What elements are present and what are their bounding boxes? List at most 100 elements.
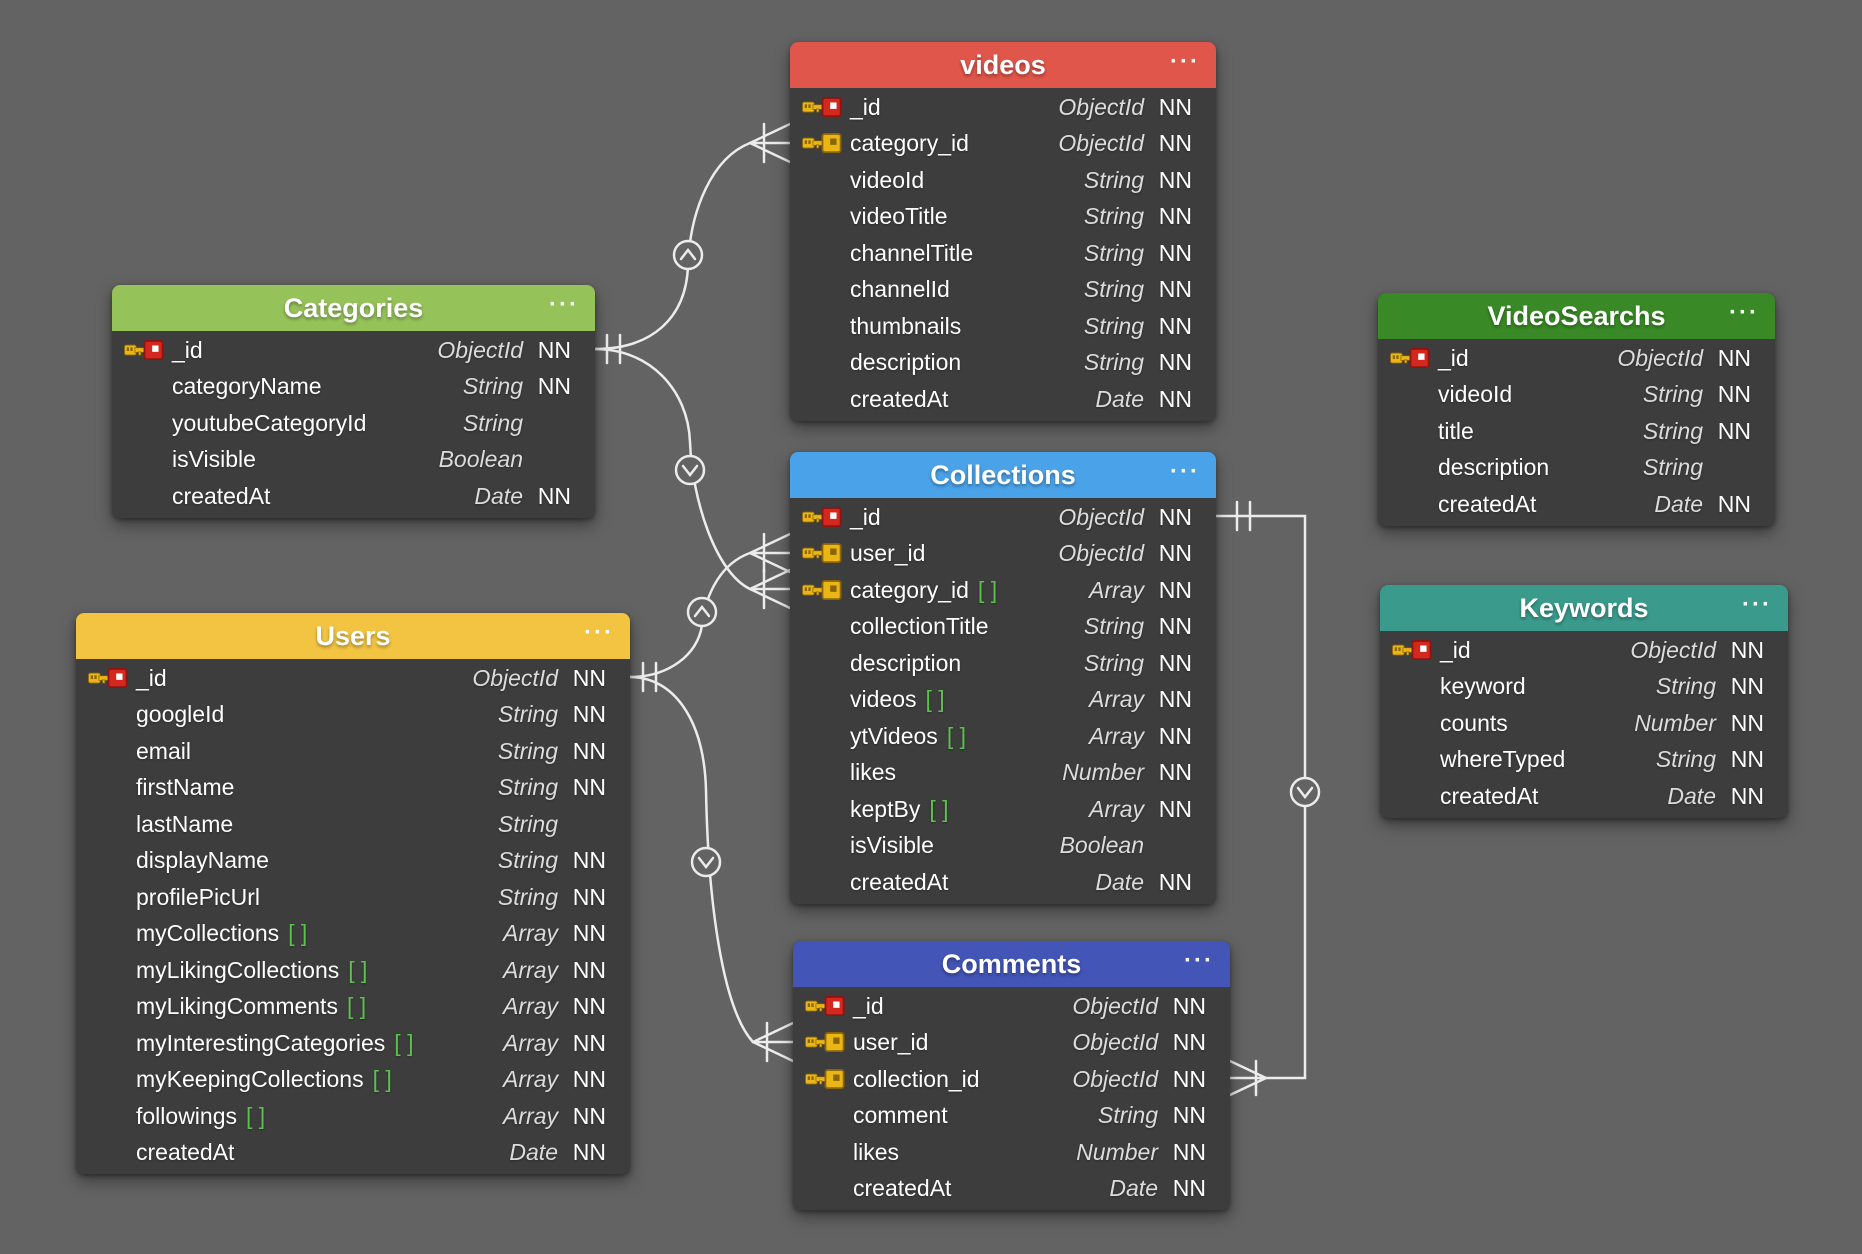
field-name: keyword — [1440, 673, 1526, 700]
field-type: ObjectId — [1058, 93, 1144, 120]
not-null-badge: NN — [1717, 381, 1751, 408]
array-brackets: [ ] — [925, 686, 945, 713]
relationship-categories-videos[interactable] — [593, 122, 792, 365]
direction-circle — [690, 846, 722, 878]
field-type: Date — [509, 1139, 558, 1166]
field-type: Array — [503, 1029, 558, 1056]
table-header[interactable]: Keywords··· — [1380, 585, 1788, 631]
relationship-collections-comments[interactable] — [1214, 500, 1321, 1097]
table-menu-icon[interactable]: ··· — [1170, 48, 1200, 75]
table-header[interactable]: VideoSearchs··· — [1378, 293, 1775, 339]
field-name: firstName — [136, 774, 235, 801]
table-menu-icon[interactable]: ··· — [1729, 299, 1759, 326]
relationship-path[interactable] — [628, 675, 755, 1044]
table-menu-icon[interactable]: ··· — [549, 291, 579, 318]
field-name: category_id — [850, 130, 969, 157]
table-menu-icon[interactable]: ··· — [1184, 947, 1214, 974]
relationship-path[interactable] — [593, 347, 752, 591]
table-header[interactable]: Categories··· — [112, 285, 595, 331]
field-type: String — [1083, 203, 1144, 230]
table-header[interactable]: videos··· — [790, 42, 1216, 88]
relationship-users-comments[interactable] — [628, 675, 795, 1063]
primary-key-icon — [88, 667, 136, 689]
direction-circle — [686, 596, 718, 628]
not-null-badge: NN — [1717, 417, 1751, 444]
table-header[interactable]: Users··· — [76, 613, 630, 659]
relationship-users-collections[interactable] — [628, 532, 792, 693]
table-header[interactable]: Comments··· — [793, 941, 1230, 987]
field-type: String — [1655, 673, 1716, 700]
table-header[interactable]: Collections··· — [790, 452, 1216, 498]
table-menu-icon[interactable]: ··· — [584, 619, 614, 646]
relationship-categories-collections[interactable] — [593, 347, 792, 610]
field-type: Array — [503, 920, 558, 947]
field-type: String — [1642, 417, 1703, 444]
table-menu-icon[interactable]: ··· — [1742, 591, 1772, 618]
table-menu-icon[interactable]: ··· — [1170, 458, 1200, 485]
